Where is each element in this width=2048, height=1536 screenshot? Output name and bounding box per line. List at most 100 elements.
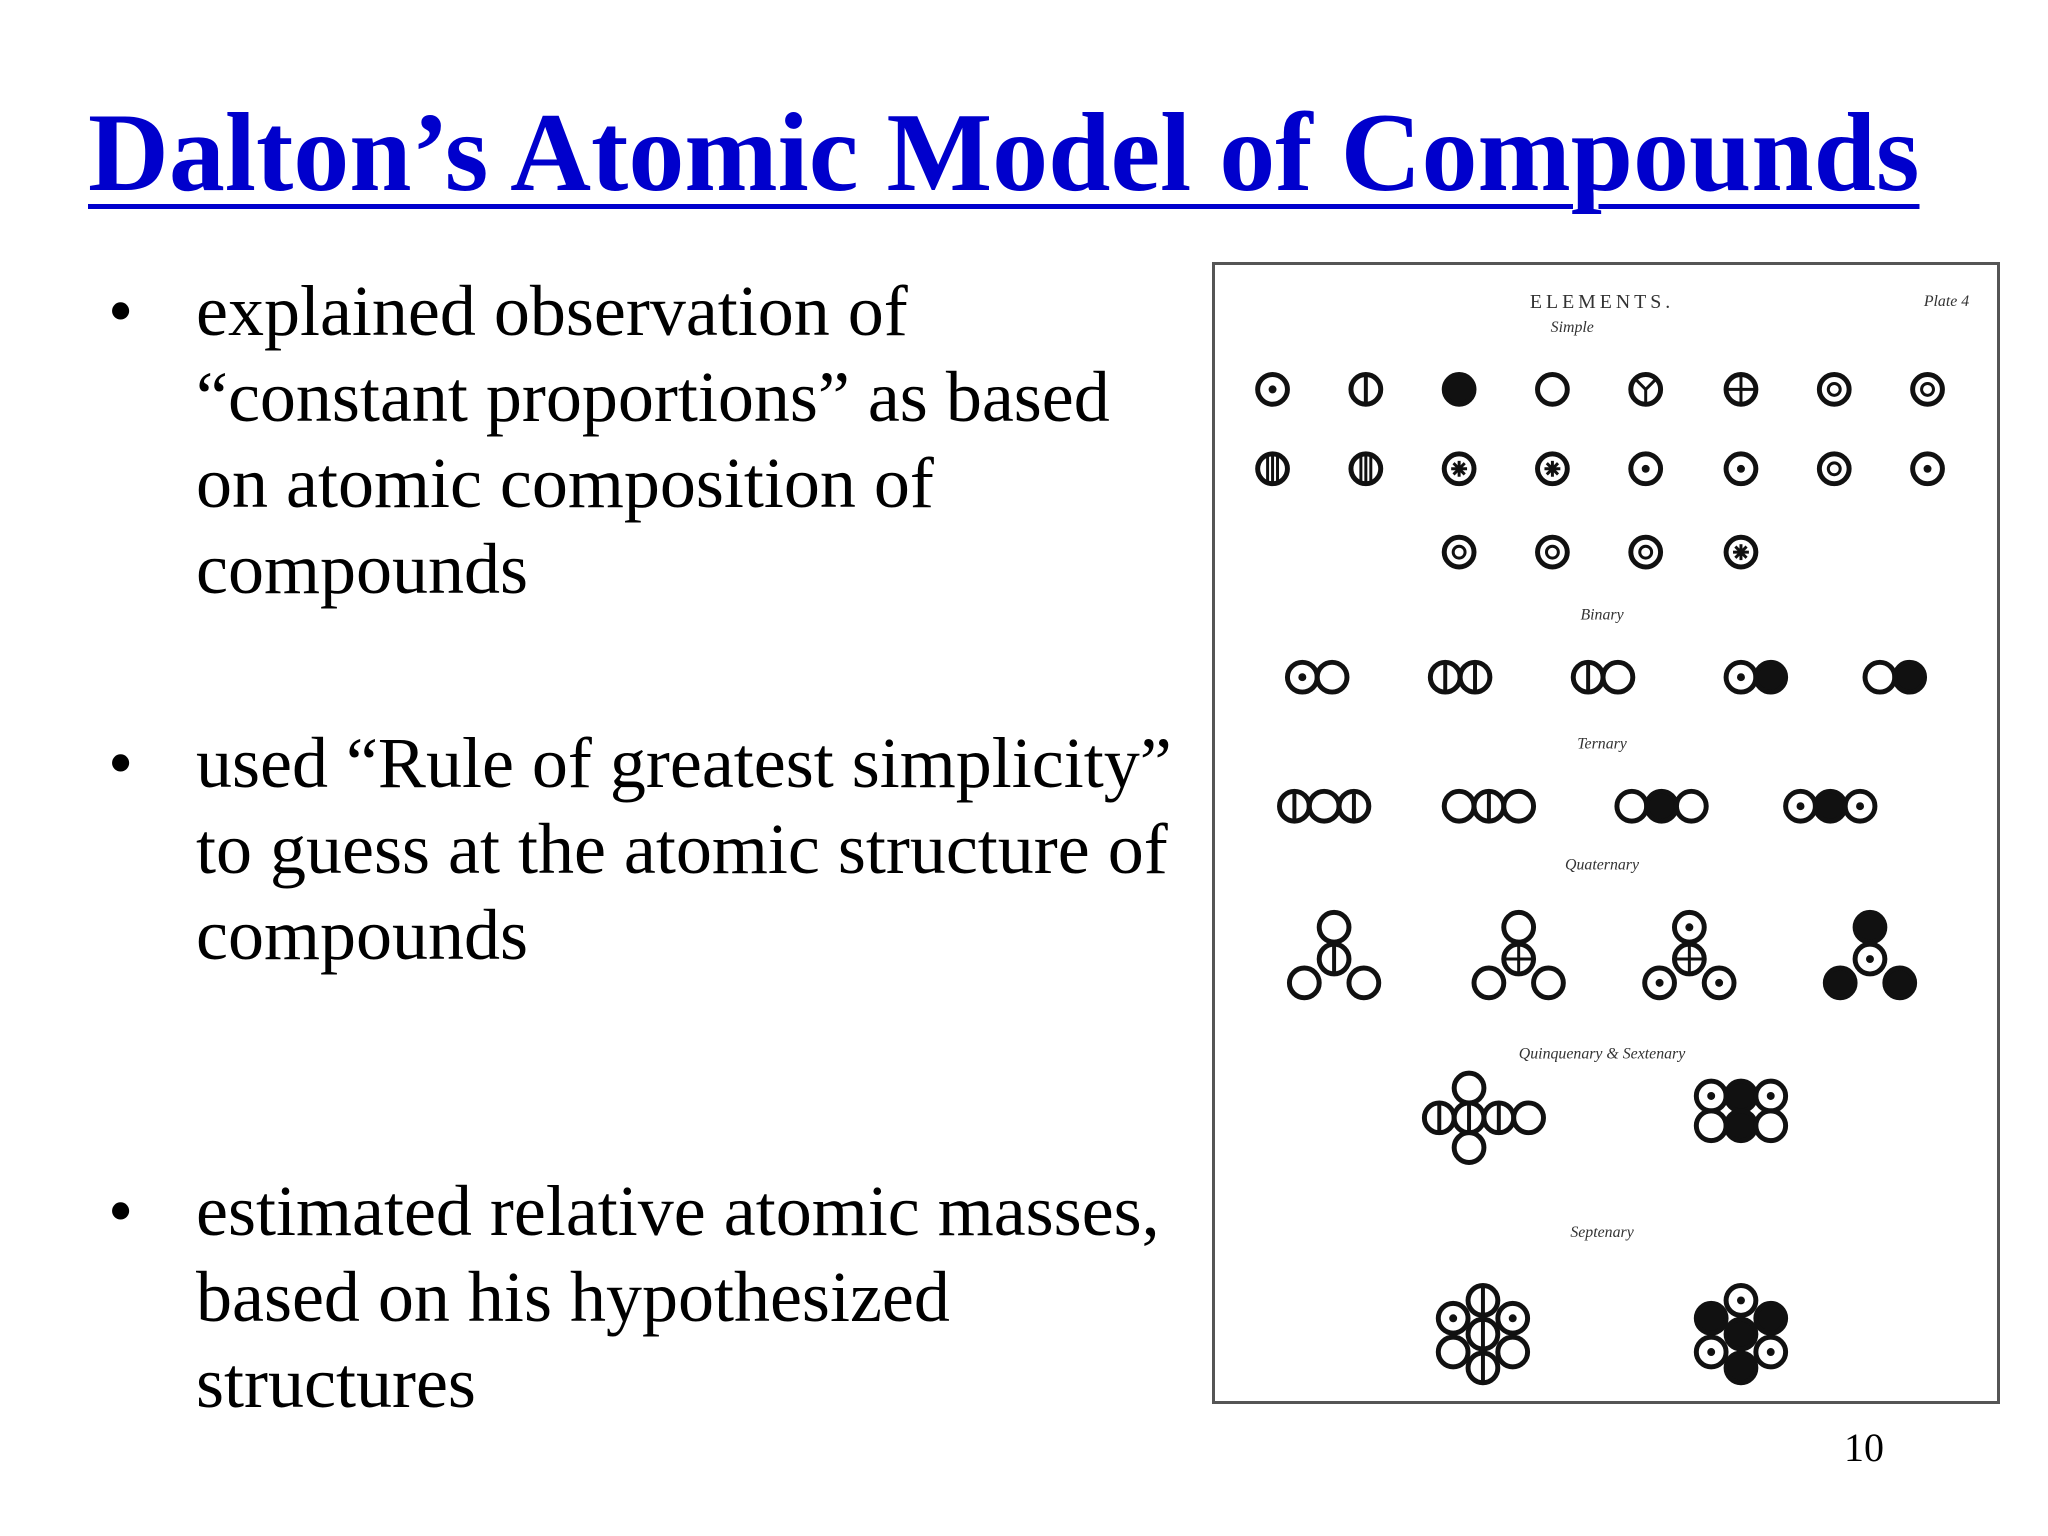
atom-symbol <box>1465 1316 1501 1352</box>
plate-label: Plate 4 <box>1923 293 1969 310</box>
atom-symbol <box>1852 909 1888 945</box>
atom-symbol <box>1501 941 1537 977</box>
atom-symbol <box>1465 1283 1501 1318</box>
atom-symbol <box>1346 965 1382 1001</box>
atom-symbol <box>1441 534 1477 570</box>
bullet-text: explained observation of “constant propo… <box>196 271 1110 609</box>
atom-symbol <box>1501 788 1537 824</box>
bullet-dot: • <box>108 271 134 351</box>
bullet-text: estimated relative atomic masses, based … <box>196 1171 1160 1423</box>
atom-symbol <box>1316 941 1352 977</box>
atom-symbol <box>1842 788 1878 824</box>
atom-symbol <box>1723 1316 1759 1352</box>
atom-symbol <box>1336 788 1372 824</box>
atom-symbol <box>1471 965 1507 1001</box>
atom-symbol <box>1693 1334 1729 1370</box>
atom-symbol <box>1783 788 1818 824</box>
atom-symbol <box>1812 788 1848 824</box>
atom-symbol <box>1628 451 1664 487</box>
atom-symbol <box>1535 451 1570 487</box>
atom-symbol <box>1471 788 1507 824</box>
atom-symbol <box>1451 1070 1487 1106</box>
atom-symbol <box>1862 659 1898 695</box>
atom-symbol <box>1882 965 1918 1001</box>
atom-symbol <box>1451 1130 1487 1165</box>
bullet-item: • used “Rule of greatest simplicity” to … <box>100 720 1180 978</box>
atom-symbol <box>1693 1300 1729 1336</box>
atom-symbol <box>1535 534 1570 570</box>
bullet-dot: • <box>108 1171 134 1251</box>
atom-symbol <box>1277 788 1312 824</box>
atom-symbol <box>1723 534 1759 570</box>
atom-symbol <box>1910 451 1945 487</box>
atom-symbols <box>1255 372 1945 1386</box>
atom-symbol <box>1284 659 1320 695</box>
atom-symbol <box>1892 659 1928 695</box>
atom-symbol <box>1465 1350 1501 1386</box>
atom-symbol <box>1693 1078 1729 1114</box>
atom-symbol <box>1644 788 1679 824</box>
dalton-elements-plate: ELEMENTS. Plate 4 Simple Binary Ternary … <box>1212 262 2000 1404</box>
atom-symbol <box>1753 1300 1789 1336</box>
atom-symbol <box>1435 1334 1471 1370</box>
atom-symbol <box>1753 659 1789 695</box>
atom-symbol <box>1723 1108 1759 1144</box>
section-quinquenary: Quinquenary & Sextenary <box>1519 1045 1686 1062</box>
atom-symbol <box>1435 1300 1471 1336</box>
slide-title: Dalton’s Atomic Model of Compounds <box>88 91 1920 215</box>
atom-symbol <box>1642 965 1677 1001</box>
section-binary: Binary <box>1580 607 1624 624</box>
section-quaternary: Quaternary <box>1565 857 1640 874</box>
atom-symbol <box>1535 372 1570 407</box>
atom-symbol <box>1723 1350 1759 1386</box>
atom-symbol <box>1314 659 1350 695</box>
atom-symbol <box>1306 788 1342 824</box>
atom-symbol <box>1348 451 1384 487</box>
atom-symbol <box>1348 372 1384 407</box>
page-number: 10 <box>1844 1425 1884 1470</box>
bullet-item: • estimated relative atomic masses, base… <box>100 1168 1180 1426</box>
atom-symbol <box>1441 372 1477 407</box>
atom-symbol <box>1531 965 1566 1001</box>
atom-symbol <box>1427 659 1463 695</box>
atom-symbol <box>1421 1100 1457 1136</box>
atom-symbol <box>1600 659 1636 695</box>
atom-symbol <box>1693 1108 1729 1144</box>
atom-symbol <box>1723 659 1759 695</box>
plate-heading: ELEMENTS. <box>1530 291 1674 313</box>
atom-symbol <box>1671 941 1707 977</box>
atom-symbol <box>1628 372 1664 407</box>
atom-symbol <box>1753 1078 1789 1114</box>
plate-text: ELEMENTS. Plate 4 Simple Binary Ternary … <box>1519 291 1969 1241</box>
section-ternary: Ternary <box>1577 736 1628 753</box>
atom-symbol <box>1753 1334 1789 1370</box>
atom-symbol <box>1441 788 1477 824</box>
bullet-item: • explained observation of “constant pro… <box>100 268 1180 612</box>
atom-symbol <box>1701 965 1737 1001</box>
atom-symbol <box>1511 1100 1546 1136</box>
atom-symbol <box>1723 372 1759 407</box>
atom-symbol <box>1255 372 1290 407</box>
atom-symbol <box>1286 965 1322 1001</box>
atom-symbol <box>1723 1283 1759 1318</box>
atom-symbol <box>1723 451 1759 487</box>
plate-illustration: ELEMENTS. Plate 4 Simple Binary Ternary … <box>1255 291 1969 1386</box>
atom-symbol <box>1628 534 1664 570</box>
atom-symbol <box>1501 909 1537 945</box>
atom-symbol <box>1316 909 1352 945</box>
atom-symbol <box>1852 941 1888 977</box>
atom-symbol <box>1570 659 1606 695</box>
atom-symbol <box>1816 451 1852 487</box>
bullet-text: used “Rule of greatest simplicity” to gu… <box>196 723 1172 975</box>
atom-symbol <box>1816 372 1852 407</box>
atom-symbol <box>1910 372 1945 407</box>
atom-symbol <box>1614 788 1650 824</box>
atom-symbol <box>1753 1108 1789 1144</box>
atom-symbol <box>1822 965 1858 1001</box>
bullet-dot: • <box>108 723 134 803</box>
atom-symbol <box>1495 1300 1531 1336</box>
atom-symbol <box>1255 451 1290 487</box>
section-septenary: Septenary <box>1570 1224 1634 1241</box>
atom-symbol <box>1441 451 1477 487</box>
atom-symbol <box>1451 1100 1487 1136</box>
